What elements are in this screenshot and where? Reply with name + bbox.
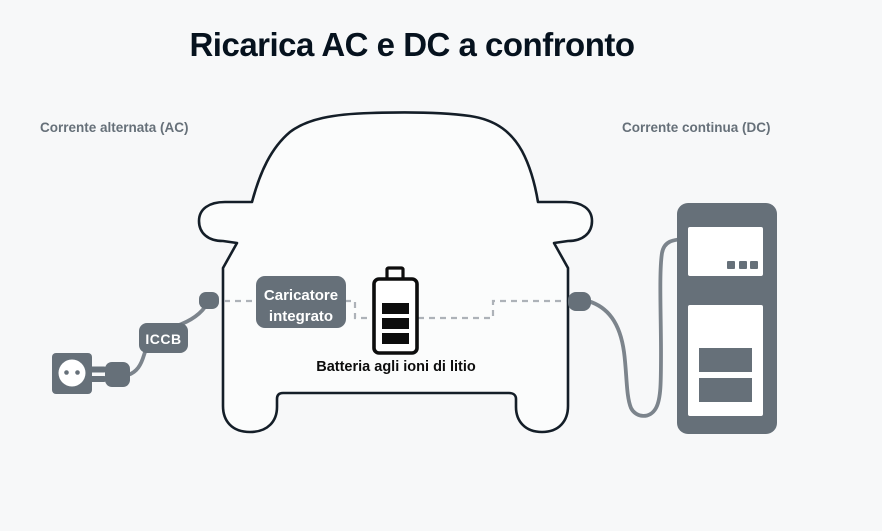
lithium-battery-icon [372,266,419,355]
ac-section-label: Corrente alternata (AC) [40,120,189,135]
power-plug-icon [90,362,130,387]
page-title: Ricarica AC e DC a confronto [189,26,634,63]
dc-charging-station-icon [677,203,777,434]
station-panel-slot-top [699,348,752,372]
charging-port-right-icon [568,292,591,311]
charging-port-left-icon [199,292,219,309]
battery-caption: Batteria agli ioni di litio [316,359,476,375]
onboard-charger-badge: Caricatore integrato [256,276,346,328]
onboard-charger-label-line2: integrato [269,308,333,325]
station-panel-slot-bottom [699,378,752,402]
energy-flow-dashed-line-dc [418,299,567,320]
station-screen-dots-icon [727,261,758,269]
wall-socket-icon [52,353,92,394]
iccb-badge: ICCB [139,323,188,353]
iccb-label: ICCB [145,331,181,347]
dc-cable [586,237,691,418]
onboard-charger-label-line1: Caricatore [264,287,338,304]
dc-section-label: Corrente continua (DC) [622,120,771,135]
energy-flow-dashed-line-ac [224,299,372,320]
